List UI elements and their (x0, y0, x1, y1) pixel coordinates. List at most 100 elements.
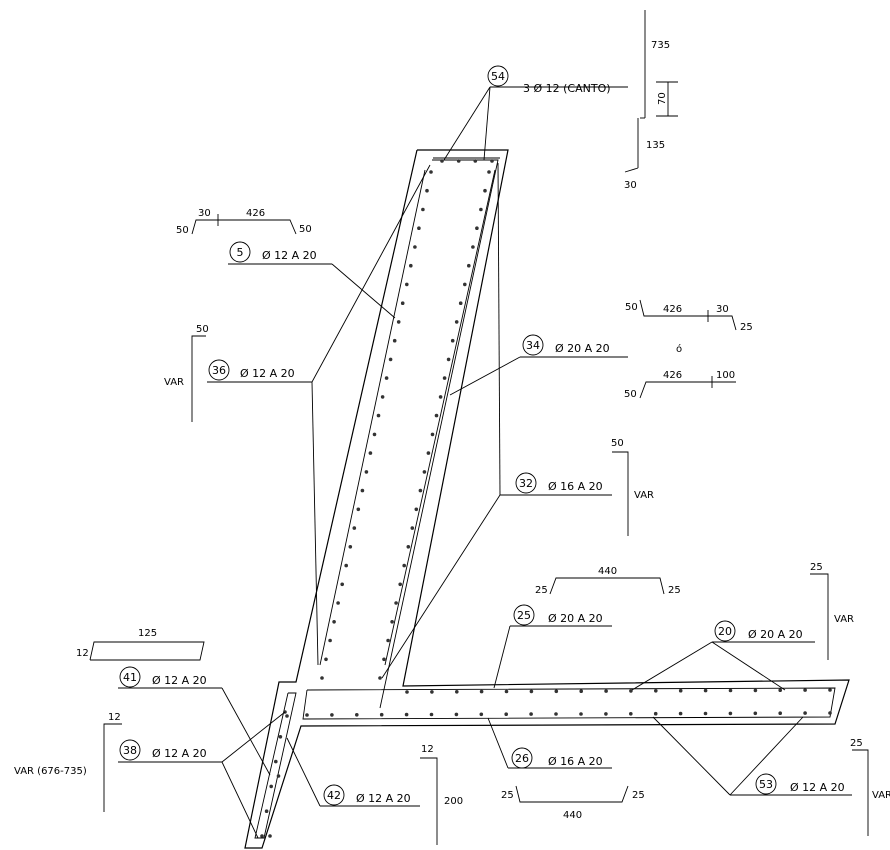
distribution-bar-dot (336, 601, 340, 605)
shape-42-a: 12 (421, 744, 434, 755)
shape-34a-a: 50 (625, 302, 638, 313)
distribution-bar-dot (421, 207, 425, 212)
distribution-bar-dot (446, 357, 451, 362)
shape-34b: 426 100 50 (624, 370, 736, 400)
distribution-bar-dot (487, 170, 491, 174)
callout-25-mark: 25 (517, 609, 531, 622)
shape-53: 25 VAR (850, 738, 890, 836)
distribution-bar-dot (384, 376, 389, 380)
distribution-bar-dot (653, 711, 658, 716)
shape-53-b: VAR (872, 790, 890, 801)
distribution-bar-dot (417, 226, 421, 230)
distribution-bar-dot (285, 714, 289, 718)
distribution-bar-dot (454, 712, 459, 717)
distribution-bar-dot (332, 620, 336, 624)
distribution-bar-dot (554, 689, 559, 694)
shape-32-b: VAR (634, 490, 654, 501)
distribution-bar-dot (490, 159, 494, 163)
distribution-bar-dot (364, 470, 369, 474)
callout-41: 41 Ø 12 A 20 (119, 666, 207, 688)
distribution-bar-dot (442, 376, 447, 380)
callout-26-mark: 26 (515, 752, 529, 765)
distribution-bar-dot (554, 712, 558, 716)
distribution-bar-dot (378, 676, 382, 680)
callout-42-mark: 42 (327, 789, 341, 802)
callout-20-spec: Ø 20 A 20 (748, 628, 803, 641)
shape-32-a: 50 (611, 438, 624, 449)
callout-36: 36 Ø 12 A 20 (208, 359, 295, 381)
distribution-bar-dot (473, 159, 478, 163)
distribution-bar-dot (418, 488, 423, 493)
distribution-bar-dot (410, 526, 415, 530)
distribution-bar-dot (278, 735, 283, 739)
distribution-bar-dot (360, 488, 365, 493)
distribution-bar-dot (778, 688, 782, 692)
callout-42: 42 Ø 12 A 20 (323, 784, 411, 806)
shape-26-a: 25 (501, 790, 514, 801)
shape-26: 25 25 440 (501, 785, 645, 821)
callout-53: 53 Ø 12 A 20 (755, 773, 845, 795)
shape-36-b: VAR (164, 377, 184, 388)
distribution-bar-dot (728, 688, 733, 693)
shape-25-c: 25 (668, 585, 681, 596)
distribution-bar-dot (344, 563, 349, 568)
distribution-bar-dot (260, 834, 264, 838)
distribution-bar-dot (529, 712, 533, 716)
callout-20: 20 Ø 20 A 20 (714, 620, 803, 642)
distribution-bar-dot (434, 413, 439, 418)
shape-36: 50 VAR (164, 324, 209, 422)
distribution-bar-dot (398, 582, 403, 587)
distribution-bar-dot (413, 245, 417, 249)
distribution-bar-dot (654, 689, 658, 693)
callout-20-mark: 20 (718, 625, 732, 638)
distribution-bar-dot (803, 711, 807, 715)
shape-25: 440 25 25 (535, 566, 681, 596)
callout-41-spec: Ø 12 A 20 (152, 674, 207, 687)
distribution-bar-dot (479, 712, 484, 717)
callout-34-spec: Ø 20 A 20 (555, 342, 610, 355)
distribution-bar-dot (604, 712, 608, 716)
callout-32: 32 Ø 16 A 20 (515, 472, 603, 494)
distribution-bar-dot (348, 545, 353, 549)
leader-lines (118, 86, 852, 839)
shape-36-a: 50 (196, 324, 209, 335)
distribution-bar-dot (388, 357, 393, 362)
shape-34b-a: 426 (663, 370, 682, 381)
shape-54-a: 735 (651, 40, 670, 51)
shape-34a-b: 426 (663, 304, 682, 315)
distribution-bar-dot (425, 188, 429, 193)
distribution-bar-dot (454, 320, 459, 324)
callout-54-mark: 54 (491, 70, 505, 83)
distribution-bar-dot (450, 338, 455, 343)
callout-42-spec: Ø 12 A 20 (356, 792, 411, 805)
shape-41-a: 125 (138, 628, 157, 639)
shape-5: 50 30 426 50 (176, 208, 312, 236)
callout-34: 34 Ø 20 A 20 (522, 334, 610, 356)
distribution-bar-dot (753, 688, 758, 693)
distribution-bar-dot (778, 711, 782, 715)
distribution-bar-dot (678, 688, 683, 693)
distribution-bar-dot (414, 507, 419, 512)
callout-5-mark: 5 (237, 246, 244, 259)
shape-25-a: 440 (598, 566, 617, 577)
distribution-bars (260, 159, 832, 838)
distribution-bar-dot (728, 711, 733, 716)
distribution-bar-dot (328, 638, 332, 643)
distribution-bar-dot (440, 159, 444, 163)
distribution-bar-dot (483, 188, 487, 193)
distribution-bar-dot (396, 320, 401, 324)
distribution-bar-dot (394, 601, 398, 605)
shape-20-b: VAR (834, 614, 854, 625)
distribution-bar-dot (269, 784, 274, 789)
distribution-bar-dot (753, 711, 758, 716)
shape-41-b: 12 (76, 648, 89, 659)
distribution-bar-dot (382, 657, 386, 662)
callout-32-mark: 32 (519, 477, 533, 490)
distribution-bar-dot (471, 245, 475, 249)
shape-38-a: 12 (108, 712, 121, 723)
shape-34-or: ó (676, 343, 682, 355)
shape-26-c: 440 (563, 810, 582, 821)
shape-34b-c: 50 (624, 389, 637, 400)
shape-41: 125 12 (76, 628, 205, 661)
shape-32: 50 VAR (611, 438, 654, 536)
